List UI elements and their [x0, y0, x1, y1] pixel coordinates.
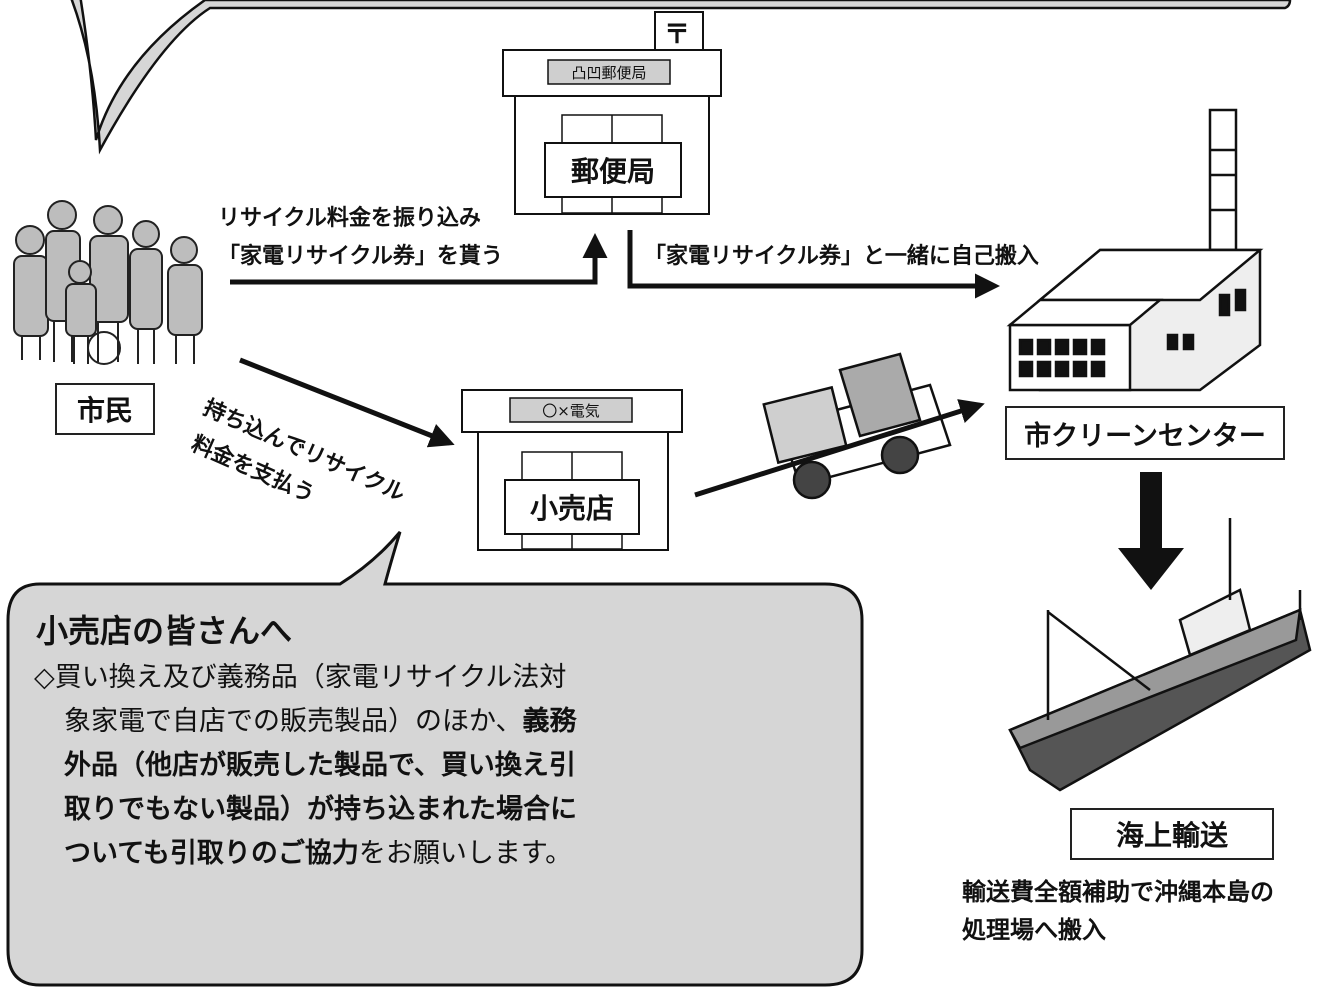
flow-citizen-to-post-line2: 「家電リサイクル券」を貰う	[218, 244, 503, 269]
delivery-truck-illustration	[762, 352, 952, 500]
post-office-label: 郵便局	[570, 155, 655, 188]
notice-line-4: 取りでもない製品）が持ち込まれた場合に	[64, 794, 577, 825]
store-label: 小売店	[529, 492, 614, 525]
post-office-building	[502, 11, 722, 215]
store-sign: 〇×電気	[542, 402, 600, 420]
arrow-citizen-to-post	[230, 233, 608, 285]
cargo-ship-illustration	[1008, 518, 1312, 792]
citizens-group-illustration	[13, 200, 203, 365]
notice-line-3: 外品（他店が販売した製品で、買い換え引	[64, 750, 576, 781]
sea-transport-note-line1: 輸送費全額補助で沖縄本島の	[962, 878, 1274, 906]
notice-line-2: 象家電で自店での販売製品）のほか、義務	[64, 706, 577, 737]
notice-title: 小売店の皆さんへ	[36, 612, 293, 650]
notice-line-5: ついても引取りのご協力をお願いします。	[64, 838, 573, 869]
notice-line-1: ◇買い換え及び義務品（家電リサイクル法対	[34, 662, 567, 693]
arrow-center-to-sea	[1118, 472, 1184, 590]
top-bubble-tail	[70, 0, 1292, 155]
notice-body: ◇買い換え及び義務品（家電リサイクル法対 象家電で自店での販売製品）のほか、義務…	[34, 656, 674, 876]
arrow-citizen-to-store	[239, 357, 455, 448]
flow-arrows	[230, 230, 1000, 498]
flow-post-to-center: 「家電リサイクル券」と一緒に自己搬入	[644, 244, 1039, 269]
arrow-post-to-center	[627, 230, 1000, 299]
post-office-symbol: 〒	[664, 20, 691, 50]
store-building	[461, 389, 683, 551]
sea-transport-label: 海上輸送	[1070, 808, 1274, 860]
sea-transport-note-line2: 処理場へ搬入	[962, 916, 1106, 944]
clean-center-factory	[1006, 108, 1264, 392]
arrow-store-to-center	[694, 399, 985, 498]
citizen-label: 市民	[55, 383, 155, 435]
flow-citizen-to-post-line1: リサイクル料金を振り込み	[218, 206, 481, 231]
notice-speech-bubble	[6, 531, 864, 987]
clean-center-label: 市クリーンセンター	[1005, 406, 1285, 460]
post-office-sign: 凸凹郵便局	[571, 64, 647, 82]
